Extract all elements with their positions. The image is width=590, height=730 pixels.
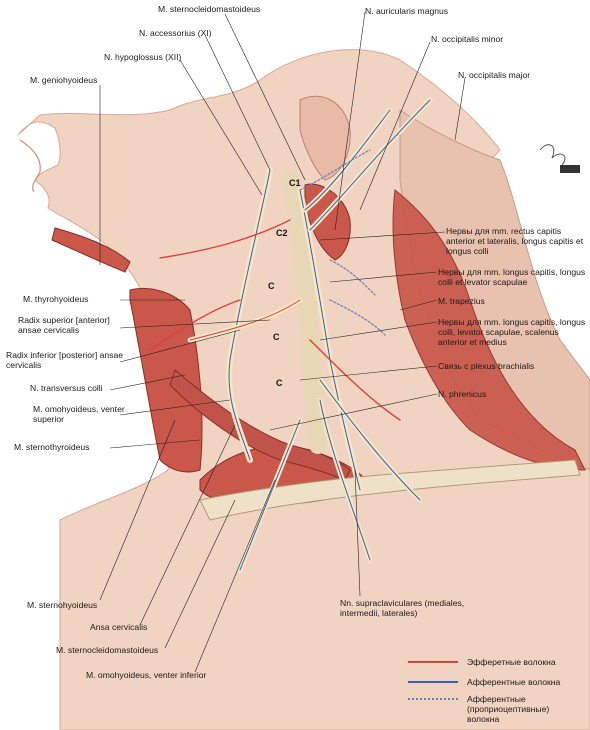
- legend-proprio: Афферентные (проприоцептивные) волокна: [467, 694, 550, 724]
- segment-c4: C: [273, 332, 280, 342]
- lip-contour: [19, 139, 41, 193]
- label-supraclaviculares: Nn. supraclaviculares (mediales, interme…: [340, 598, 465, 618]
- clavicle: [199, 459, 581, 521]
- label-occipitalis-major: N. occipitalis major: [458, 70, 531, 80]
- label-radix-superior: Radix superior [anterior] ansae cervical…: [18, 315, 110, 335]
- label-phrenicus: N. phrenicus: [438, 389, 487, 399]
- label-geniohyoideus: M. geniohyoideus: [30, 75, 98, 85]
- segment-c2: C2: [276, 228, 288, 238]
- label-sternocleidomastoideus-top: M. sternocleidomastoideus: [158, 4, 261, 14]
- label-accessorius: N. accessorius (XI): [139, 28, 212, 38]
- label-longus-capitis: Нервы для mm. longus capitis, longus col…: [438, 267, 586, 287]
- label-sternocleidomastoideus-bottom: M. sternocleidomastoideus: [56, 645, 159, 655]
- geniohyoid: [51, 227, 131, 273]
- label-auricularis-magnus: N. auricularis magnus: [365, 6, 449, 16]
- label-ansa-cervicalis: Ansa cervicalis: [90, 622, 148, 632]
- label-plexus-brachialis: Связь с plexus brachialis: [438, 361, 535, 371]
- label-occipitalis-minor: N. occipitalis minor: [431, 34, 504, 44]
- strap-muscles: [129, 287, 203, 473]
- label-rectus-capitis: Нервы для mm. rectus capitis anterior et…: [446, 226, 584, 256]
- logo-mark: [539, 144, 580, 173]
- label-transversus-colli: N. transversus colli: [30, 383, 103, 393]
- label-longus-scalenus: Нервы для mm. longus capitis, longus col…: [438, 317, 586, 347]
- leader-lines: [99, 11, 466, 673]
- label-omohyoideus-inferior: M. omohyoideus, venter inferior: [86, 670, 207, 680]
- cervical-plexus: [149, 97, 433, 573]
- legend-efferent: Эфферетные волокна: [467, 657, 556, 667]
- label-sternohyoideus: M. sternohyoideus: [27, 600, 98, 610]
- label-hypoglossus: N. hypoglossus (XII): [104, 52, 182, 62]
- ear: [299, 95, 351, 181]
- label-trapezius: M. trapezius: [438, 296, 485, 306]
- segment-c1: C1: [289, 178, 301, 188]
- label-thyrohyoideus: M. thyrohyoideus: [23, 294, 89, 304]
- segment-c5: C: [276, 378, 283, 388]
- label-omohyoideus-superior: M. omohyoideus, venter superior: [33, 404, 125, 424]
- label-radix-inferior: Radix inferior [posterior] ansae cervica…: [6, 350, 124, 370]
- label-sternothyroideus: M. sternothyroideus: [14, 442, 90, 452]
- segment-c3: C: [268, 281, 275, 291]
- legend-afferent: Афферентные волокна: [467, 677, 561, 687]
